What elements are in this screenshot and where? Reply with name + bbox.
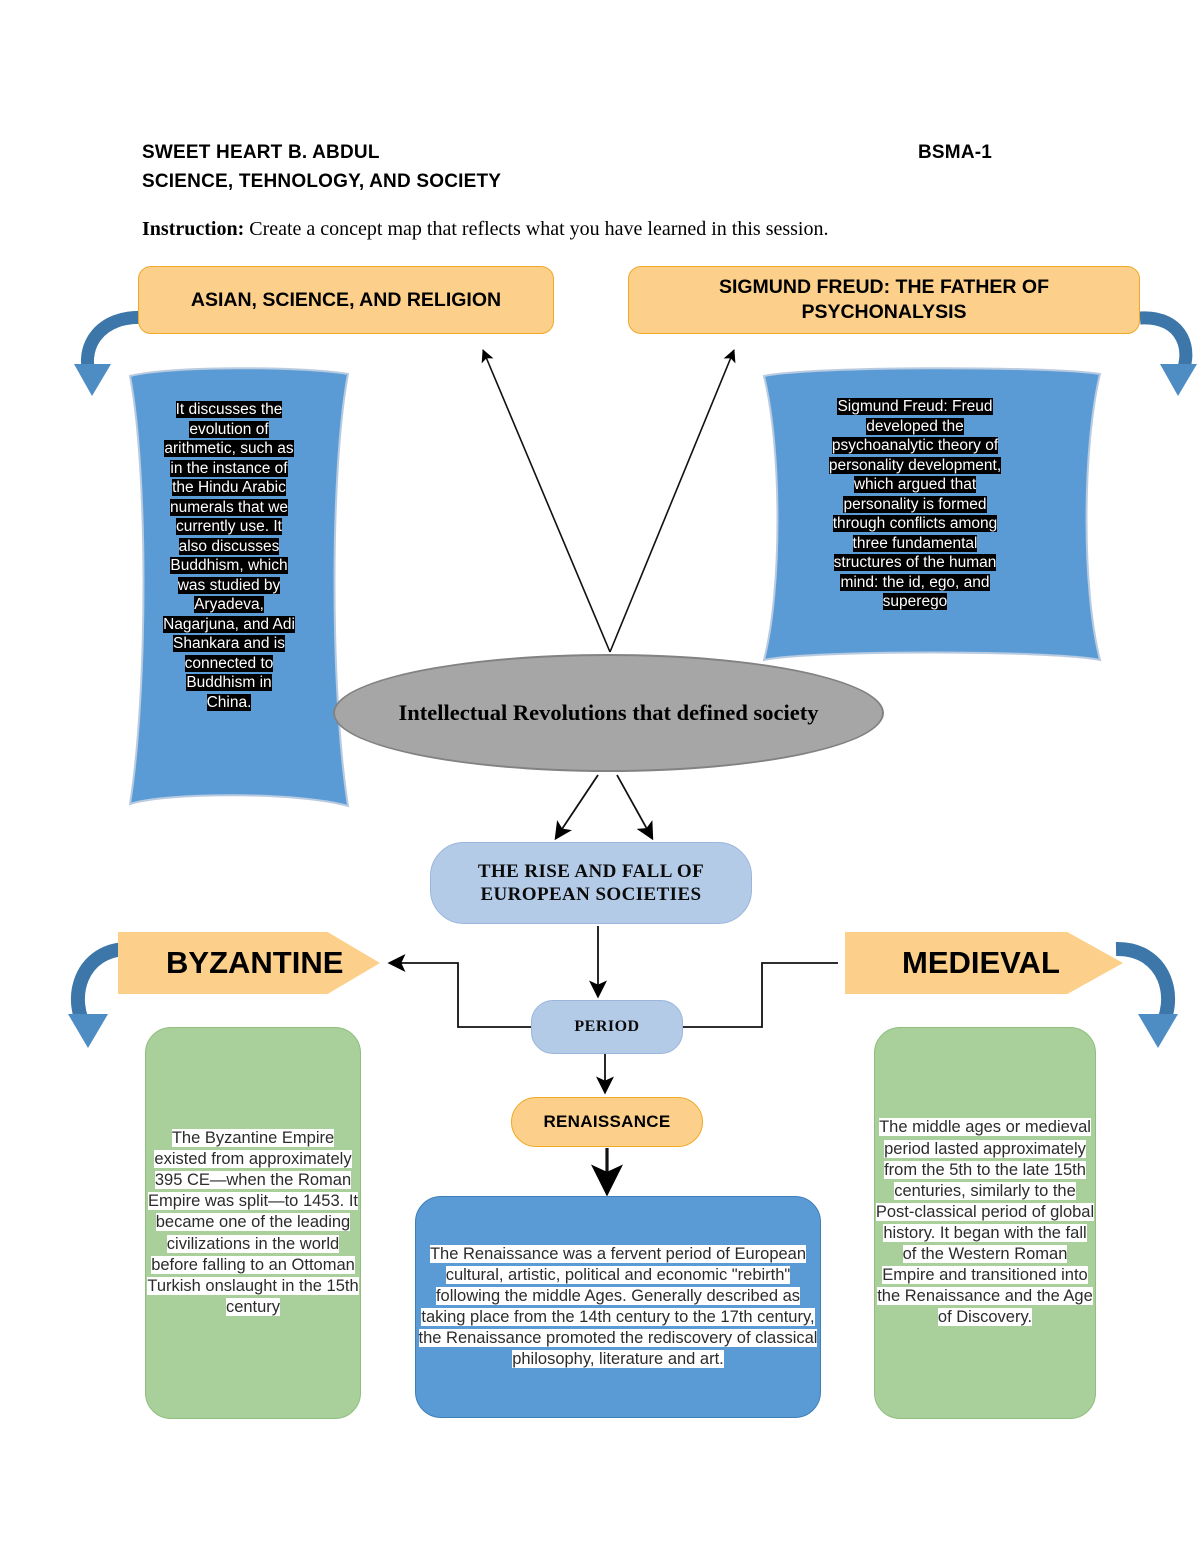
content-box-byzantine[interactable]: The Byzantine Empire existed from approx… [145, 1027, 361, 1419]
node-rise-and-fall[interactable]: THE RISE AND FALL OF EUROPEAN SOCIETIES [430, 842, 752, 924]
student-name: SWEET HEART B. ABDUL [142, 142, 380, 163]
curved-arrow-medieval [1115, 941, 1178, 1048]
section-code: BSMA-1 [918, 142, 993, 163]
node-period[interactable]: PERIOD [531, 1000, 683, 1054]
wire-core-to-rise-right [616, 774, 654, 841]
medieval-body-text: The middle ages or medieval period laste… [875, 1118, 1095, 1327]
wire-period-to-medieval [683, 962, 838, 1028]
wire-core-to-asian [481, 349, 611, 653]
banner-asian-science-religion[interactable]: ASIAN, SCIENCE, AND RELIGION [138, 266, 554, 334]
scroll-text-asian: It discusses the evolution of arithmetic… [163, 401, 295, 711]
instruction-label: Instruction: [142, 218, 245, 240]
content-box-renaissance[interactable]: The Renaissance was a fervent period of … [415, 1196, 821, 1418]
course-title: SCIENCE, TEHNOLOGY, AND SOCIETY [142, 171, 502, 192]
content-box-medieval[interactable]: The middle ages or medieval period laste… [874, 1027, 1096, 1419]
central-topic-ellipse[interactable]: Intellectual Revolutions that defined so… [333, 654, 884, 772]
banner-byzantine[interactable]: BYZANTINE [118, 932, 380, 994]
renaissance-body-text: The Renaissance was a fervent period of … [418, 1244, 818, 1369]
instruction-text: Create a concept map that reflects what … [249, 218, 829, 240]
banner-medieval[interactable]: MEDIEVAL [845, 932, 1123, 994]
curved-arrow-byzantine [68, 941, 131, 1048]
byzantine-body-text: The Byzantine Empire existed from approx… [147, 1129, 359, 1316]
wire-period-to-byzantine [387, 954, 531, 1028]
instruction-line: Instruction: Create a concept map that r… [142, 218, 828, 241]
scroll-text-freud: Sigmund Freud: Freud developed the psych… [828, 398, 1002, 611]
curved-arrow-freud [1139, 311, 1197, 396]
wire-core-to-freud [609, 349, 736, 653]
banner-sigmund-freud[interactable]: SIGMUND FREUD: THE FATHER OF PSYCHONALYS… [628, 266, 1140, 334]
banner-renaissance[interactable]: RENAISSANCE [511, 1097, 703, 1147]
curved-arrow-asian [74, 310, 151, 396]
wire-core-to-rise-left [554, 774, 599, 841]
